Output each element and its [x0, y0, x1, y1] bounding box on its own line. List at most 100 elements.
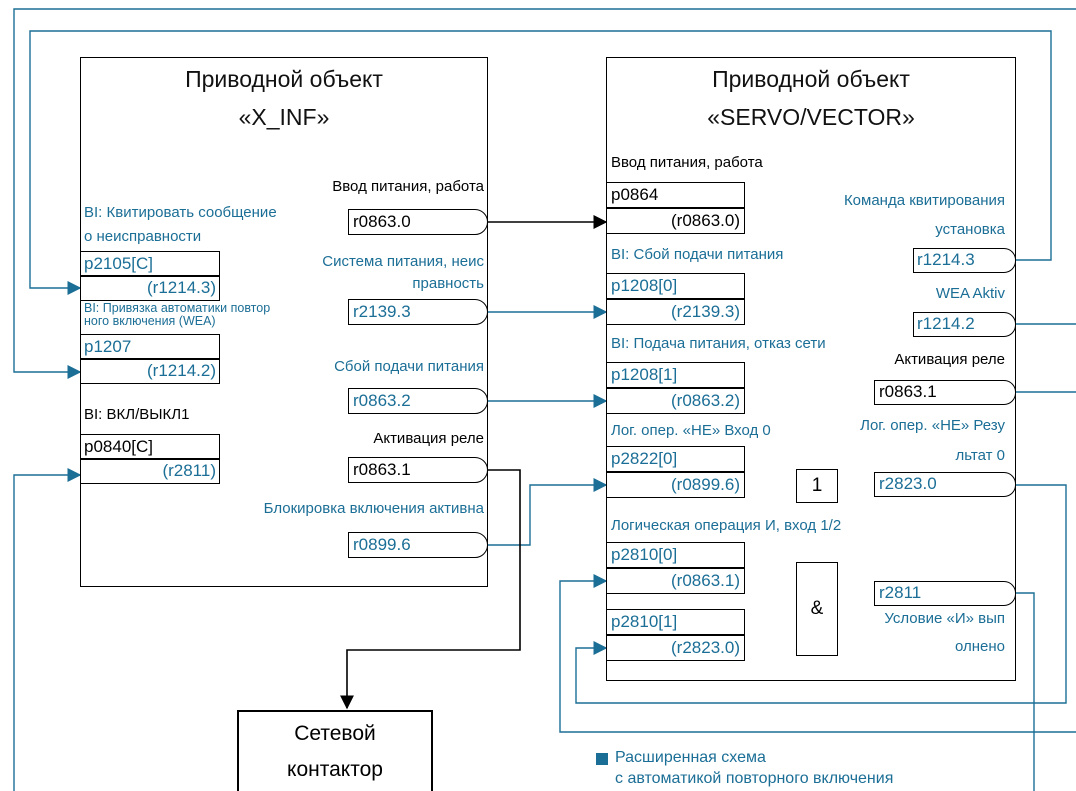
- right-not-label: Лог. опер. «НЕ» Вход 0: [611, 422, 771, 439]
- right-and-param0: p2810[0]: [611, 545, 678, 564]
- left-fail-param-box[interactable]: [348, 388, 488, 414]
- left-wea-source: (r1214.2): [147, 361, 216, 380]
- right-and-out-param: r2811: [879, 583, 922, 602]
- wire-relay-contactor: [340, 469, 521, 710]
- right-net-param: p1208[1]: [611, 365, 678, 384]
- left-object-title-line2: «X_INF»: [238, 104, 330, 130]
- right-fail-source-box[interactable]: [606, 299, 745, 325]
- right-run-source: (r0863.0): [671, 211, 740, 230]
- right-and-param0-box[interactable]: [606, 542, 745, 568]
- not-gate-symbol: 1: [811, 475, 823, 496]
- right-relay-param: r0863.1: [879, 382, 937, 401]
- left-ack-param-box[interactable]: [80, 251, 220, 276]
- left-supply-param: r2139.3: [353, 302, 411, 321]
- left-run-param-box[interactable]: [348, 209, 488, 235]
- wire-ack-loop: [29, 30, 1052, 295]
- right-and-out-param-box[interactable]: [874, 581, 1016, 606]
- right-and-out-label-2: олнено: [954, 638, 1005, 655]
- left-ack-param: p2105[C]: [84, 254, 153, 273]
- legend-color-square: [596, 753, 608, 765]
- mains-contactor: Сетевой контактор: [237, 710, 433, 791]
- left-ack-label-1: BI: Квитировать сообщение: [84, 204, 277, 221]
- wire-block: [488, 478, 608, 546]
- left-wea-label-2: ного включения (WEA): [84, 314, 216, 328]
- right-ack-label-1: Команда квитирования: [843, 192, 1005, 209]
- left-supply-label-1: Система питания, неис: [322, 253, 484, 270]
- right-net-source: (r0863.2): [671, 391, 740, 410]
- left-run-param: r0863.0: [353, 212, 411, 231]
- right-ack-label-2: установка: [935, 221, 1005, 238]
- right-fail-label: BI: Сбой подачи питания: [611, 246, 784, 263]
- right-fail-param-box[interactable]: [606, 273, 745, 299]
- right-not-param: p2822[0]: [611, 449, 678, 468]
- not-gate: 1: [796, 469, 838, 503]
- right-and-source1-box[interactable]: [606, 635, 745, 661]
- right-net-param-box[interactable]: [606, 362, 745, 388]
- right-wea-label: WEA Aktiv: [935, 285, 1005, 302]
- legend-line1: Расширенная схема: [615, 749, 766, 766]
- right-relay-param-box[interactable]: [874, 380, 1016, 405]
- right-and-source1: (r2823.0): [671, 638, 740, 657]
- wire-wea-loop: [13, 8, 1076, 372]
- right-fail-source: (r2139.3): [671, 302, 740, 321]
- right-not-out-param: r2823.0: [879, 474, 937, 493]
- left-wea-label-1: BI: Привязка автоматики повтор: [84, 301, 271, 315]
- right-ack-param-box[interactable]: [913, 248, 1016, 273]
- left-wea-source-box[interactable]: [80, 359, 220, 384]
- right-not-out-param-box[interactable]: [874, 472, 1016, 497]
- right-net-source-box[interactable]: [606, 388, 745, 414]
- left-ack-source: (r1214.3): [147, 278, 216, 297]
- left-fail-param: r0863.2: [353, 391, 411, 410]
- left-onoff-source-box[interactable]: [80, 459, 220, 484]
- right-and-source0-box[interactable]: [606, 568, 745, 594]
- left-wea-param-box[interactable]: [80, 334, 220, 359]
- left-block-param-box[interactable]: [348, 532, 488, 558]
- right-net-label: BI: Подача питания, отказ сети: [611, 335, 826, 352]
- legend-line2: с автоматикой повторного включения: [615, 770, 894, 787]
- and-gate: &: [796, 562, 838, 656]
- left-ack-label-2: о неисправности: [84, 228, 202, 245]
- contactor-line2: контактор: [287, 758, 383, 781]
- left-onoff-source: (r2811): [162, 461, 216, 480]
- left-onoff-param-box[interactable]: [80, 434, 220, 459]
- contactor-line1: Сетевой: [294, 722, 376, 745]
- right-run-param: p0864: [611, 185, 659, 204]
- right-and-param1: p2810[1]: [611, 612, 678, 631]
- right-not-source-box[interactable]: [606, 472, 745, 498]
- right-and-out-label-1: Условие «И» вып: [884, 610, 1005, 627]
- wire-r2811-loop: [13, 475, 1035, 791]
- right-wea-param-box[interactable]: [913, 312, 1016, 337]
- right-relay-label: Активация реле: [894, 351, 1005, 368]
- and-gate-symbol: &: [810, 598, 824, 619]
- right-not-param-box[interactable]: [606, 446, 745, 472]
- right-run-label: Ввод питания, работа: [611, 154, 763, 171]
- right-not-source: (r0899.6): [671, 475, 740, 494]
- left-supply-param-box[interactable]: [348, 299, 488, 325]
- left-relay-label: Активация реле: [373, 430, 484, 447]
- left-block-param: r0899.6: [353, 535, 411, 554]
- right-wea-param: r1214.2: [917, 314, 975, 333]
- right-run-source-box[interactable]: [606, 208, 745, 234]
- right-run-param-box[interactable]: [606, 182, 745, 208]
- right-ack-param: r1214.3: [917, 250, 975, 269]
- wire-relay-and: [559, 574, 1076, 733]
- left-supply-label-2: правность: [412, 275, 484, 292]
- right-not-out-label-2: льтат 0: [955, 447, 1006, 464]
- right-and-param1-box[interactable]: [606, 609, 745, 635]
- left-fail-label: Сбой подачи питания: [334, 358, 484, 375]
- left-onoff-param: p0840[C]: [84, 437, 153, 456]
- left-block-label: Блокировка включения активна: [263, 500, 484, 517]
- left-wea-param: p1207: [84, 337, 132, 356]
- right-and-label: Логическая операция И, вход 1/2: [611, 517, 842, 534]
- left-object-title-line1: Приводной объект: [185, 66, 383, 92]
- left-ack-source-box[interactable]: [80, 276, 220, 301]
- left-onoff-label: BI: ВКЛ/ВЫКЛ1: [84, 406, 190, 423]
- left-relay-param-box[interactable]: [348, 457, 488, 483]
- right-object-title-line1: Приводной объект: [712, 66, 910, 92]
- right-object-title-line2: «SERVO/VECTOR»: [707, 104, 915, 130]
- right-and-source0: (r0863.1): [671, 571, 740, 590]
- left-run-label: Ввод питания, работа: [332, 178, 484, 195]
- right-not-out-label-1: Лог. опер. «НЕ» Резу: [860, 417, 1005, 434]
- left-relay-param: r0863.1: [353, 460, 411, 479]
- wire-r2823-loop: [575, 484, 1067, 704]
